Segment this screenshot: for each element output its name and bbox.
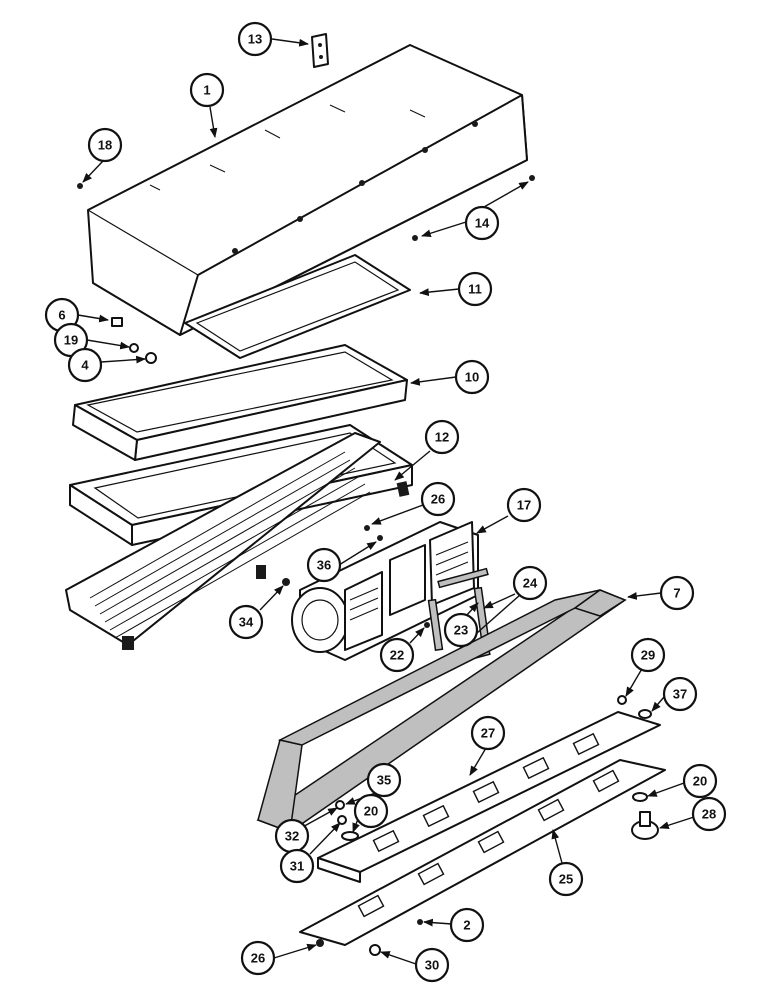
callout-20-right: 20 xyxy=(682,763,718,799)
callout-17: 17 xyxy=(506,487,542,523)
callout-20-right-label: 20 xyxy=(693,774,707,789)
callout-32-label: 32 xyxy=(285,829,299,844)
callout-10-label: 10 xyxy=(465,370,479,385)
callout-25: 25 xyxy=(548,861,584,897)
callout-20-left-label: 20 xyxy=(364,804,378,819)
callout-26-lower: 26 xyxy=(240,940,276,976)
callout-13: 13 xyxy=(237,21,273,57)
callout-26-upper: 26 xyxy=(420,481,456,517)
callout-13-label: 13 xyxy=(248,32,262,47)
callout-29-label: 29 xyxy=(641,648,655,663)
callout-31: 31 xyxy=(279,848,315,884)
part-1-housing-cover xyxy=(87,44,528,336)
callout-35-label: 35 xyxy=(377,773,391,788)
callout-19: 19 xyxy=(53,322,89,358)
callout-34: 34 xyxy=(228,604,264,640)
callout-31-label: 31 xyxy=(290,859,304,874)
callout-29: 29 xyxy=(630,637,666,673)
lower-plate-slots xyxy=(357,769,620,918)
callout-4: 4 xyxy=(67,347,103,383)
callout-6-label: 6 xyxy=(58,308,65,323)
callout-26-lower-label: 26 xyxy=(251,951,265,966)
callout-10: 10 xyxy=(454,359,490,395)
callout-1-label: 1 xyxy=(203,83,210,98)
part-27-louver-plate xyxy=(317,711,661,883)
callout-22-label: 22 xyxy=(390,648,404,663)
callout-7: 7 xyxy=(659,575,695,611)
callout-11: 11 xyxy=(457,271,493,307)
callout-22: 22 xyxy=(379,637,415,673)
callout-18-label: 18 xyxy=(98,138,112,153)
callout-26-upper-label: 26 xyxy=(431,492,445,507)
callout-11-label: 11 xyxy=(468,282,482,297)
callout-28: 28 xyxy=(691,796,727,832)
callout-24: 24 xyxy=(512,565,548,601)
callout-1: 1 xyxy=(189,72,225,108)
callout-27: 27 xyxy=(470,715,506,751)
callout-27-label: 27 xyxy=(481,726,495,741)
callout-4-label: 4 xyxy=(81,358,89,373)
part-28-knob xyxy=(631,811,659,840)
callout-36: 36 xyxy=(306,547,342,583)
callout-30: 30 xyxy=(414,947,450,983)
louver-slots xyxy=(372,732,600,853)
filter-grille xyxy=(65,432,381,650)
part-11-filter-frame xyxy=(184,254,411,359)
small-hardware xyxy=(77,175,652,956)
part-7-gasket-frame xyxy=(256,589,627,834)
callout-2-label: 2 xyxy=(463,918,470,933)
callout-20-left: 20 xyxy=(353,793,389,829)
callout-30-label: 30 xyxy=(425,958,439,973)
part-10-filter-tray xyxy=(72,344,408,461)
callout-36-label: 36 xyxy=(317,558,331,573)
callout-12-label: 12 xyxy=(435,430,449,445)
callout-23: 23 xyxy=(443,612,479,648)
callout-14: 14 xyxy=(464,205,500,241)
callout-7-label: 7 xyxy=(673,586,680,601)
callout-37-label: 37 xyxy=(673,687,687,702)
callout-32: 32 xyxy=(274,818,310,854)
callout-24-label: 24 xyxy=(523,576,538,591)
part-13-bracket xyxy=(311,33,329,68)
callout-37: 37 xyxy=(662,676,698,712)
callout-18: 18 xyxy=(87,127,123,163)
callout-19-label: 19 xyxy=(64,333,78,348)
callout-25-label: 25 xyxy=(559,872,573,887)
callout-28-label: 28 xyxy=(702,807,716,822)
callout-12: 12 xyxy=(424,419,460,455)
callout-23-label: 23 xyxy=(454,623,468,638)
part-25-lower-plate xyxy=(299,759,666,946)
callout-17-label: 17 xyxy=(517,498,531,513)
callout-35: 35 xyxy=(366,762,402,798)
callout-14-label: 14 xyxy=(475,216,490,231)
callout-34-label: 34 xyxy=(239,615,254,630)
callout-2: 2 xyxy=(449,907,485,943)
